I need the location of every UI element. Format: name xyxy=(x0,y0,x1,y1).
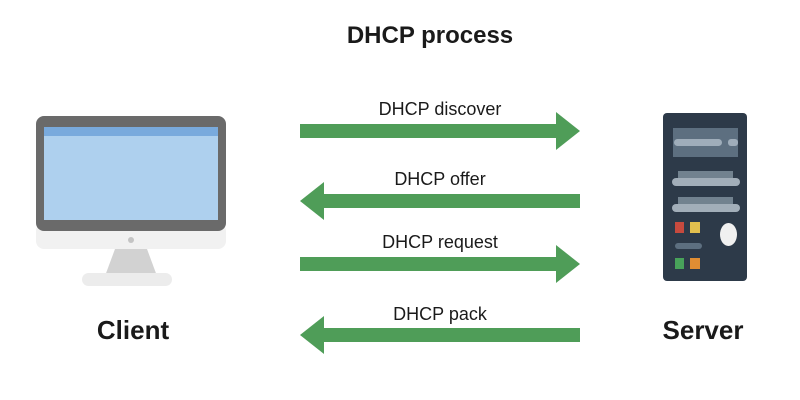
arrow-left-icon xyxy=(300,316,580,354)
server-led-red xyxy=(675,222,684,233)
server-tray2-top xyxy=(678,197,733,205)
server-tower-icon xyxy=(663,113,747,281)
arrow-right-icon xyxy=(300,245,580,283)
server-tray1-pill xyxy=(672,178,740,186)
monitor-camera-dot xyxy=(128,237,134,243)
arrow-shaft xyxy=(300,124,557,138)
server-led-orange xyxy=(690,258,700,269)
message-label: DHCP discover xyxy=(378,99,502,119)
arrow-shaft xyxy=(323,328,580,342)
arrow-shaft xyxy=(323,194,580,208)
server-led-green xyxy=(675,258,684,269)
server-power-button xyxy=(720,223,737,246)
page-title: DHCP process xyxy=(346,22,514,49)
server-panel-stripe-short xyxy=(728,139,738,146)
message-label: DHCP pack xyxy=(393,304,487,324)
server-label: Server xyxy=(662,315,744,345)
server-tray1-top xyxy=(678,171,733,179)
server-panel-stripe-long xyxy=(674,139,722,146)
server-led-yellow xyxy=(690,222,700,233)
arrow-head xyxy=(556,245,580,283)
server-slot-pill xyxy=(675,243,702,249)
arrow-head xyxy=(300,182,324,220)
arrow-shaft xyxy=(300,257,557,271)
monitor-stand xyxy=(105,249,157,276)
monitor-screen xyxy=(44,127,218,220)
arrow-head xyxy=(556,112,580,150)
arrow-head xyxy=(300,316,324,354)
client-label: Client xyxy=(96,315,170,345)
message-label: DHCP request xyxy=(382,232,498,252)
desktop-computer-icon xyxy=(36,116,226,286)
monitor-base xyxy=(82,273,172,286)
monitor-screen-topbar xyxy=(44,127,218,136)
message-label: DHCP offer xyxy=(394,169,486,189)
arrow-right-icon xyxy=(300,112,580,150)
arrow-left-icon xyxy=(300,182,580,220)
server-tray2-pill xyxy=(672,204,740,212)
